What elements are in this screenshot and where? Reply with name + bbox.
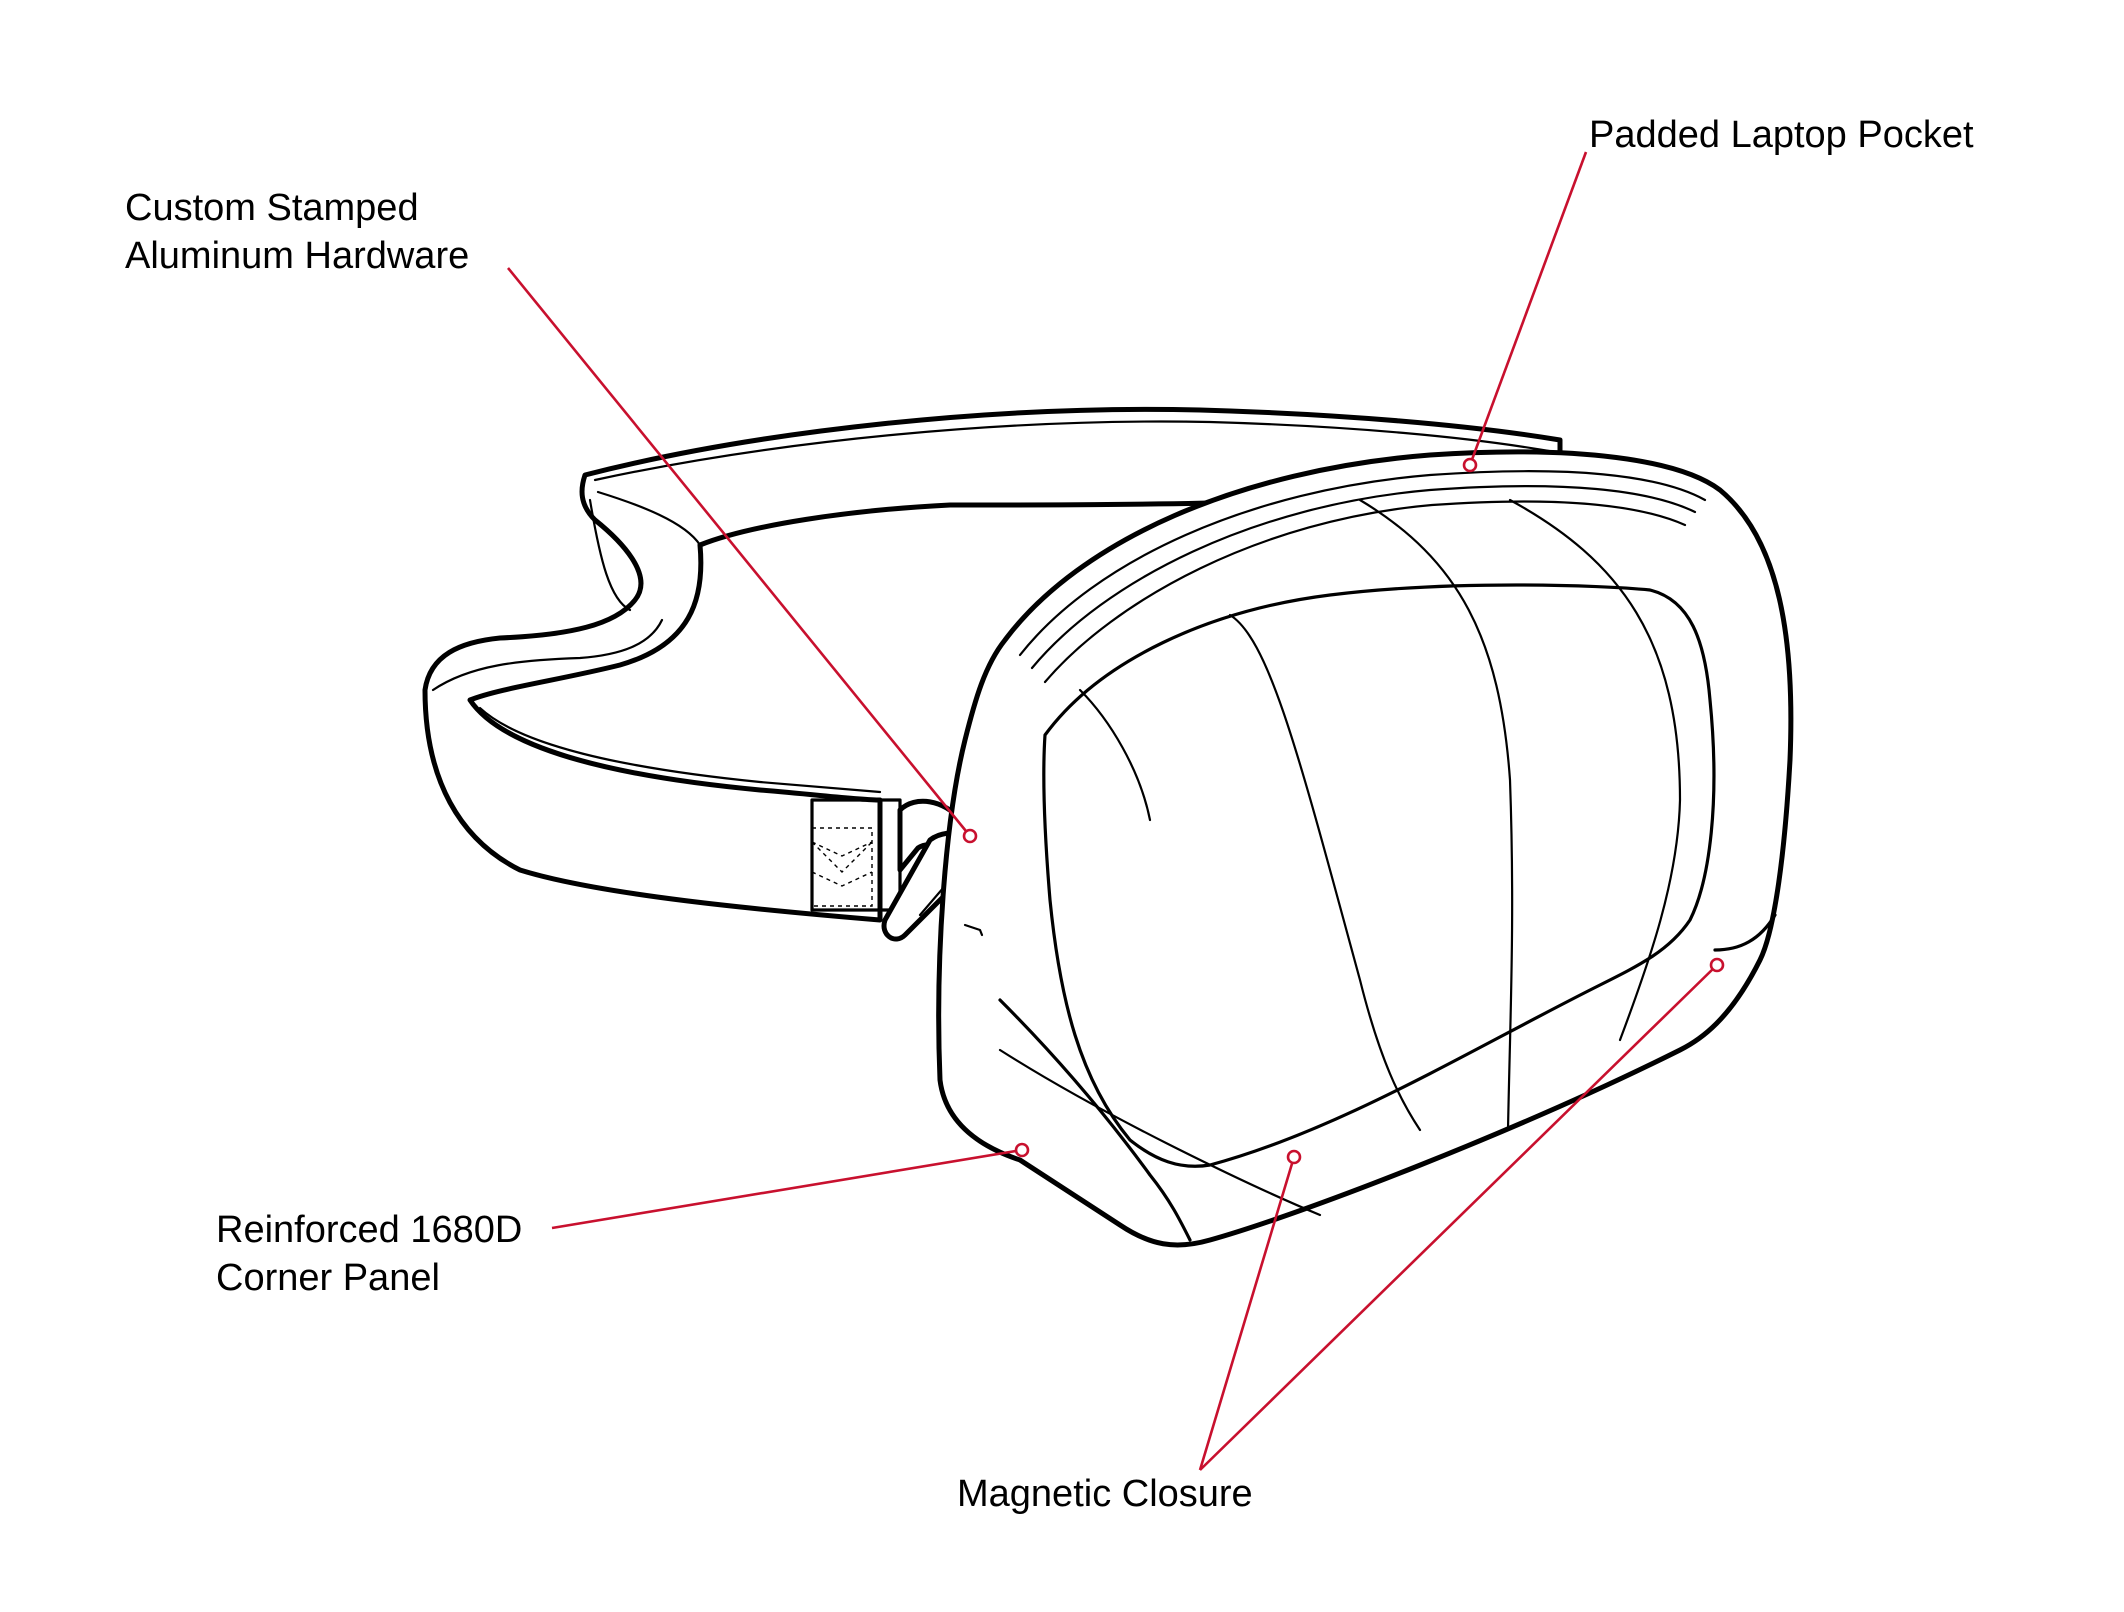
label-corner-panel-line-2: Corner Panel	[216, 1257, 440, 1299]
label-hardware-line-1: Custom Stamped	[125, 187, 419, 229]
dot-corner-panel	[1014, 1142, 1030, 1158]
label-corner-panel: Reinforced 1680D Corner Panel	[216, 1206, 522, 1302]
dot-magnetic-closure-1	[1286, 1149, 1302, 1165]
dot-padded-laptop-pocket	[1462, 457, 1478, 473]
label-hardware: Custom Stamped Aluminum Hardware	[125, 184, 469, 280]
label-corner-panel-line-1: Reinforced 1680D	[216, 1209, 523, 1251]
label-magnetic-closure-text: Magnetic Closure	[957, 1473, 1253, 1515]
label-padded-laptop-pocket: Padded Laptop Pocket	[1589, 111, 1974, 159]
leader-padded-laptop-pocket	[1468, 151, 1588, 466]
dot-hardware	[962, 828, 978, 844]
leader-corner-panel	[551, 1148, 1023, 1230]
leader-magnetic-closure-1	[1198, 1156, 1296, 1471]
bag-body	[936, 449, 1794, 1248]
leader-hardware	[506, 267, 972, 837]
shoulder-strap	[422, 406, 1563, 923]
leader-magnetic-closure-2	[1199, 964, 1718, 1471]
dot-magnetic-closure-2	[1709, 957, 1725, 973]
label-hardware-line-2: Aluminum Hardware	[125, 235, 470, 277]
leader-lines	[506, 151, 1725, 1471]
label-magnetic-closure: Magnetic Closure	[957, 1470, 1253, 1518]
label-padded-laptop-pocket-text: Padded Laptop Pocket	[1589, 114, 1974, 156]
